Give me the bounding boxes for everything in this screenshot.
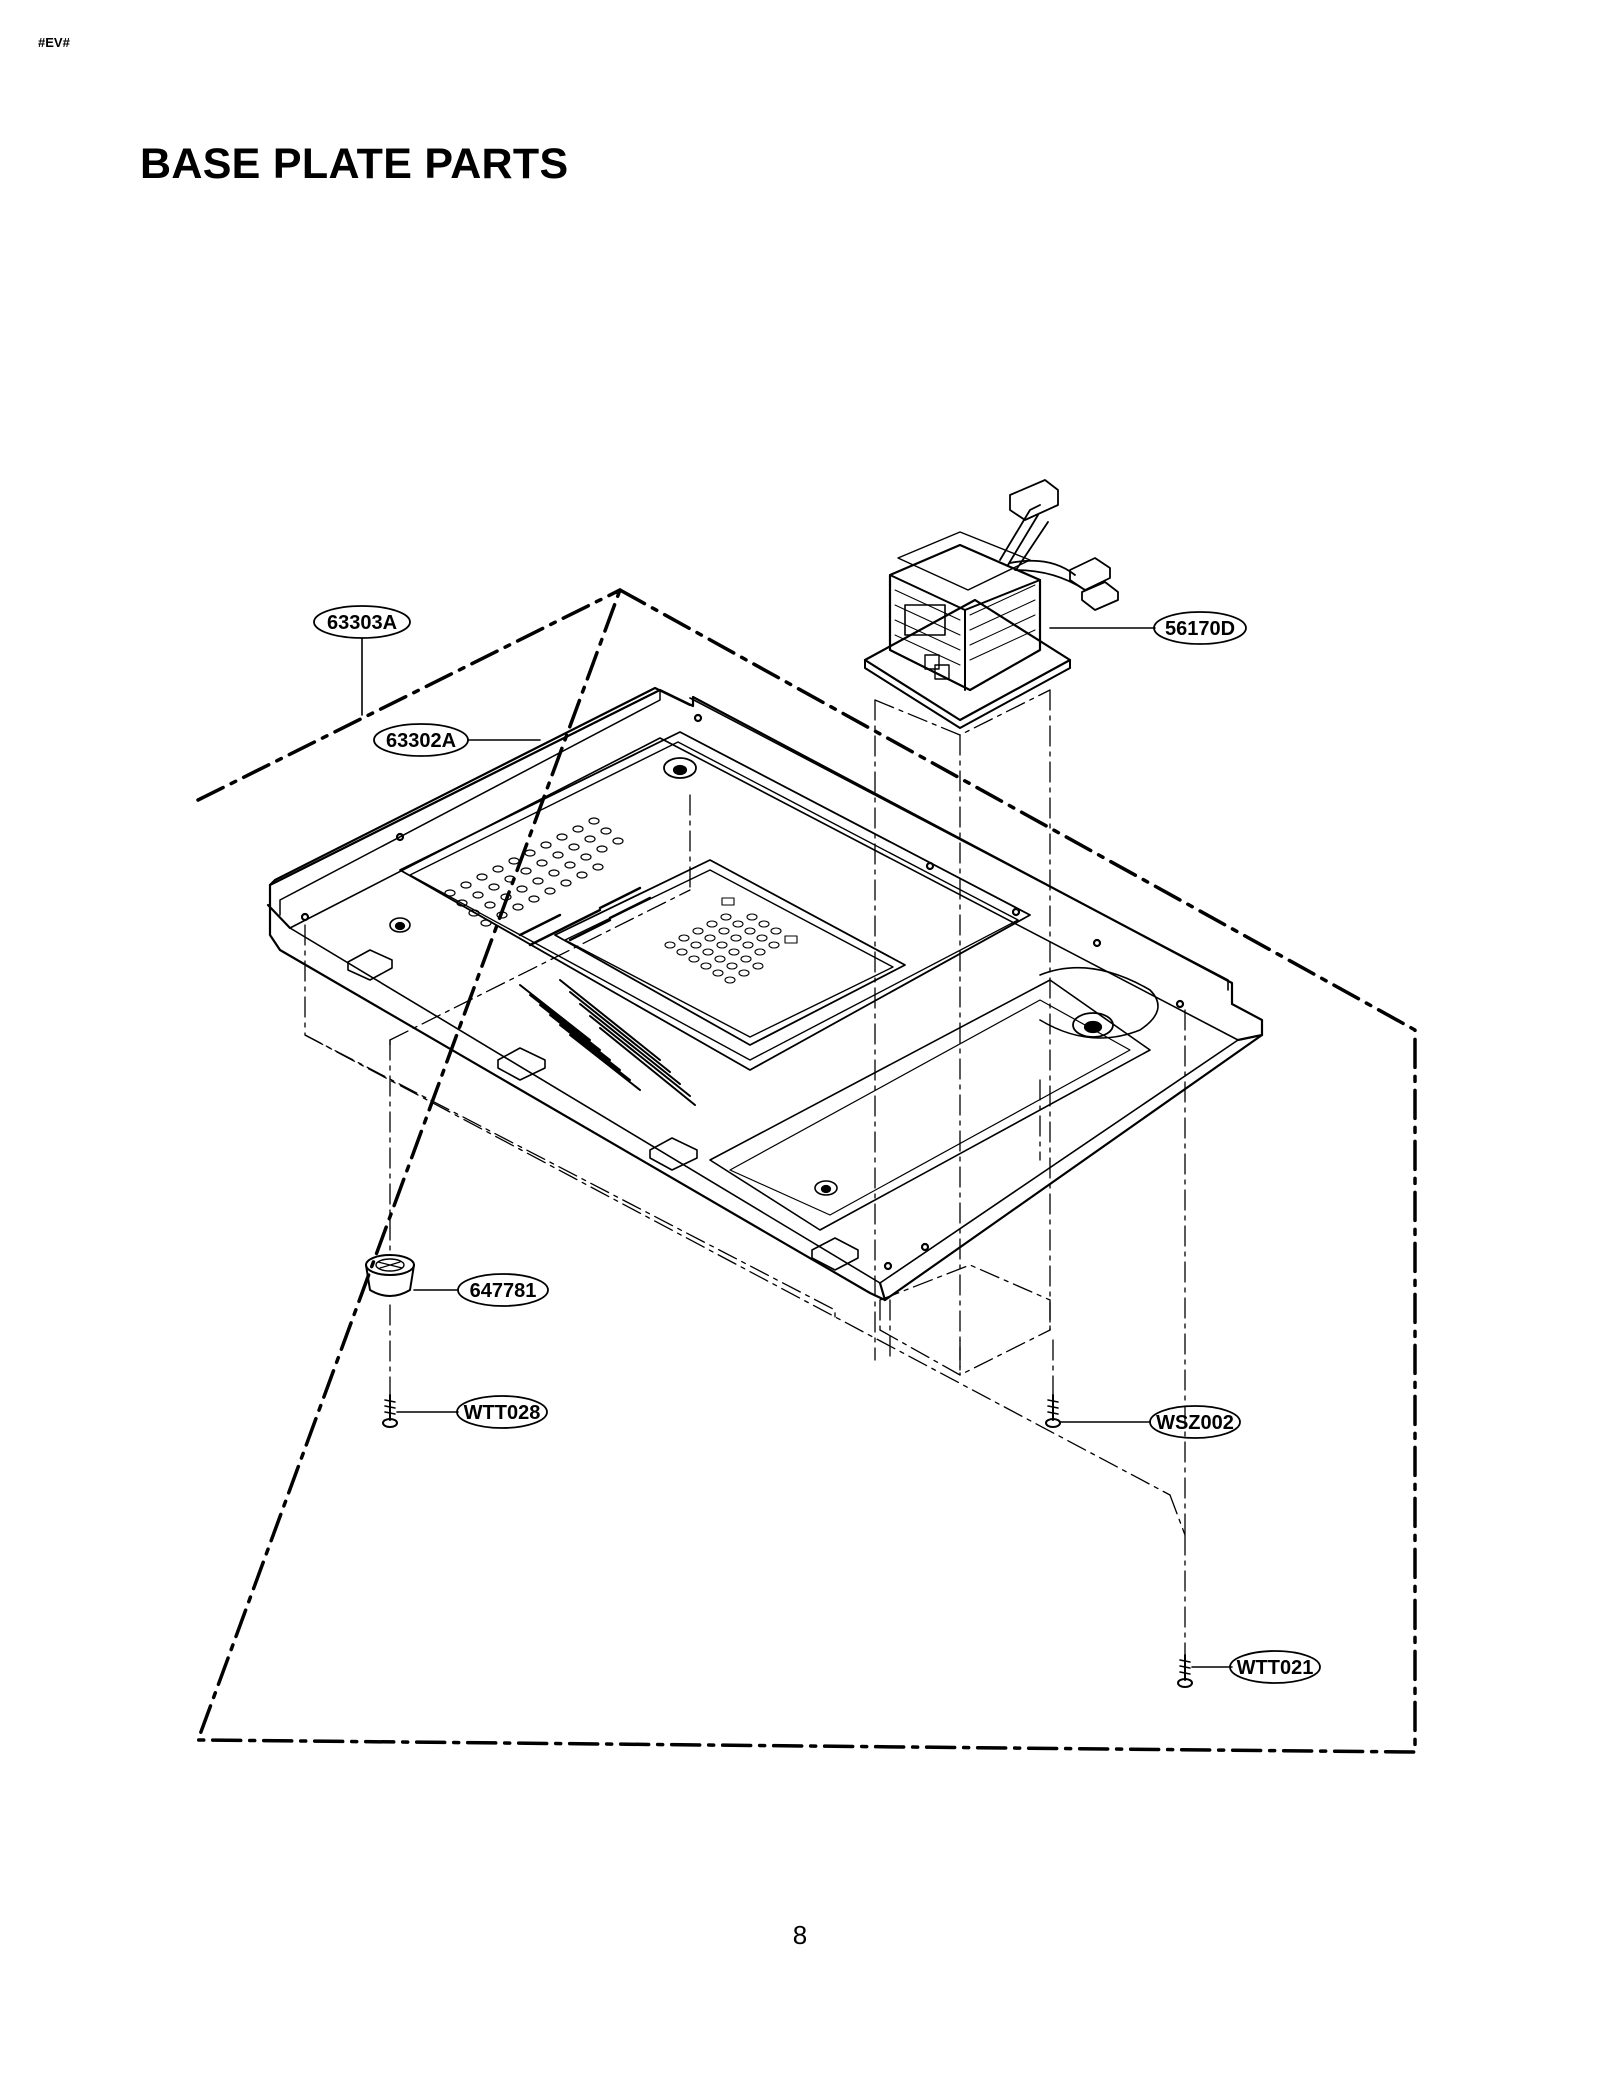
svg-text:63303A: 63303A	[327, 612, 397, 634]
svg-text:WSZ002: WSZ002	[1156, 1412, 1234, 1434]
projection-lines	[304, 794, 1186, 1536]
vent-holes-center	[664, 897, 798, 984]
label-647781: 647781	[457, 1273, 549, 1307]
label-WTT021: WTT021	[1229, 1650, 1321, 1684]
svg-text:56170D: 56170D	[1165, 618, 1235, 640]
screw-wsz002	[1045, 1339, 1061, 1428]
base-plate	[266, 686, 1264, 1302]
assembly-boundary	[196, 588, 1417, 1754]
label-WSZ002: WSZ002	[1149, 1405, 1241, 1439]
doc-tag: #EV#	[38, 35, 70, 50]
transformer-projection	[874, 689, 1051, 1376]
page-number: 8	[792, 1920, 808, 1950]
label-63302A: 63302A	[373, 723, 469, 757]
louvers	[519, 979, 696, 1106]
screw-wtt028	[382, 1394, 398, 1428]
label-56170D: 56170D	[1153, 611, 1247, 645]
foot	[365, 1039, 415, 1396]
vent-holes-rear	[444, 817, 652, 947]
svg-text:647781: 647781	[470, 1280, 537, 1302]
svg-text:WTT021: WTT021	[1237, 1657, 1314, 1679]
leader-lines	[361, 627, 1233, 1668]
transformer	[863, 479, 1119, 729]
label-WTT028: WTT028	[456, 1395, 548, 1429]
svg-text:WTT028: WTT028	[464, 1402, 541, 1424]
screw-wtt021	[1169, 1494, 1193, 1688]
label-63303A: 63303A	[313, 605, 411, 639]
svg-text:63302A: 63302A	[386, 730, 456, 752]
page-title: BASE PLATE PARTS	[140, 140, 569, 188]
